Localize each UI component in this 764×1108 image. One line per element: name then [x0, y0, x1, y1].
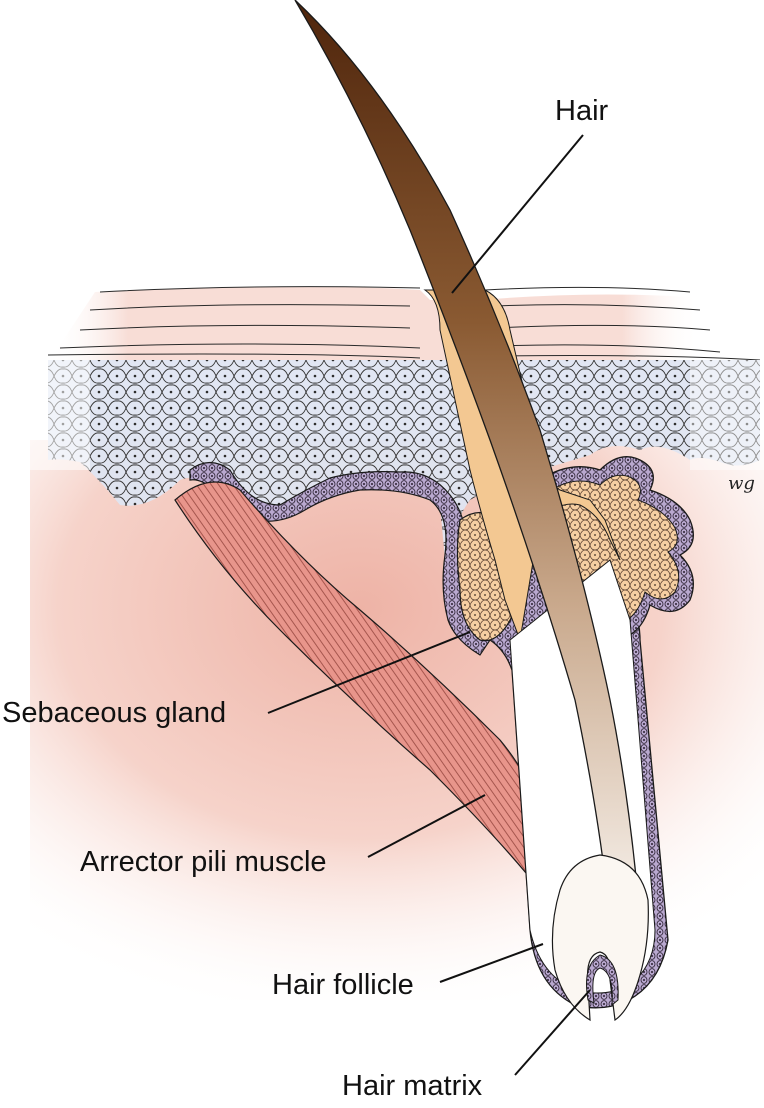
epidermis-fade [0, 360, 90, 470]
stratum-corneum [50, 286, 700, 360]
label-hair-follicle: Hair follicle [272, 969, 414, 1001]
label-sebaceous-gland: Sebaceous gland [2, 697, 227, 729]
leader-lines [267, 134, 591, 1076]
artist-signature: wg [728, 473, 755, 494]
basal-layer [189, 461, 491, 656]
label-arrector-pili-muscle: Arrector pili muscle [80, 846, 327, 878]
label-hair: Hair [555, 95, 609, 127]
label-hair-matrix: Hair matrix [342, 1070, 483, 1102]
epidermis [48, 360, 760, 560]
leader-sebaceous [267, 631, 471, 714]
leader-follicle [439, 943, 544, 983]
leader-matrix [514, 989, 591, 1076]
leader-hair [451, 134, 584, 294]
leader-arrector [367, 794, 486, 858]
epidermis-fade-right [690, 360, 764, 470]
dermal-papilla [586, 954, 619, 1007]
corneum-strata-lines [47, 286, 761, 361]
